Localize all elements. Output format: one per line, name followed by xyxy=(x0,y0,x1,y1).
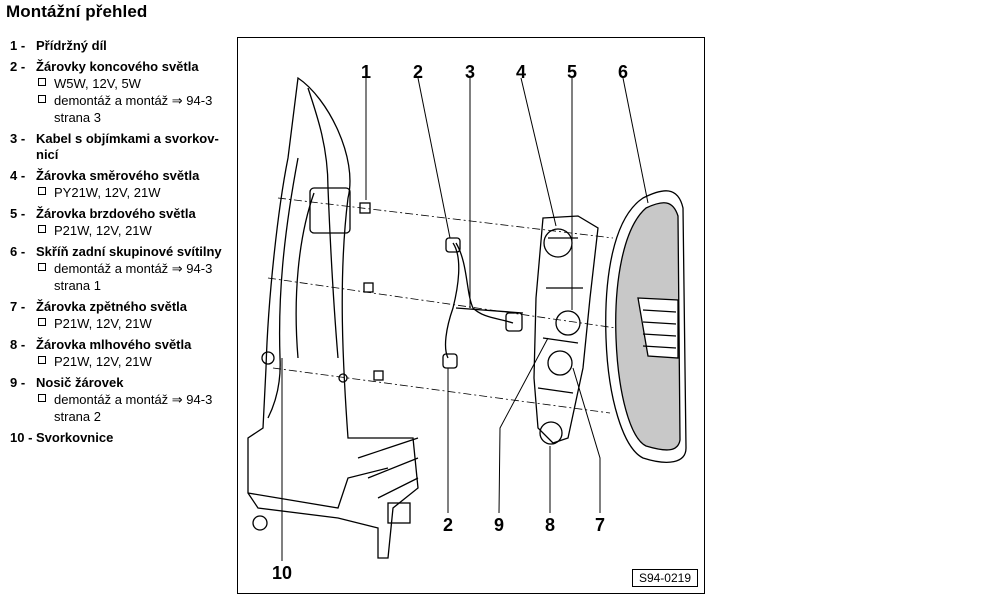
part-item-8: 8 - Žárovka mlhového světla P21W, 12V, 2… xyxy=(10,337,235,370)
part-number: 9 - xyxy=(10,375,26,390)
part-number: 7 - xyxy=(10,299,26,314)
part-number: 3 - xyxy=(10,131,26,146)
part-detail: W5W, 12V, 5W xyxy=(36,75,235,92)
part-detail: P21W, 12V, 21W xyxy=(36,222,235,239)
checkbox-bullet-icon xyxy=(38,187,46,195)
checkbox-bullet-icon xyxy=(38,95,46,103)
part-number: 8 - xyxy=(10,337,26,352)
part-number: 2 - xyxy=(10,59,26,74)
reflector-lines xyxy=(642,309,677,349)
checkbox-bullet-icon xyxy=(38,356,46,364)
mounting-hole xyxy=(338,373,348,383)
part-detail: P21W, 12V, 21W xyxy=(36,353,235,370)
bulb xyxy=(543,228,573,258)
checkbox-bullet-icon xyxy=(38,263,46,271)
cross-reference-link[interactable]: demontáž a montáž ⇒ 94-3 xyxy=(54,392,213,407)
part-item-6: 6 - Skříň zadní skupinové svítilny demon… xyxy=(10,244,235,294)
callout-6: 6 xyxy=(618,62,629,82)
checkbox-bullet-icon xyxy=(38,225,46,233)
callout-9: 9 xyxy=(494,515,505,535)
cross-reference-link[interactable]: demontáž a montáž ⇒ 94-3 xyxy=(54,261,213,276)
part-detail: P21W, 12V, 21W xyxy=(36,315,235,332)
bulb xyxy=(555,310,581,336)
callout-2: 2 xyxy=(413,62,424,82)
part-detail: demontáž a montáž ⇒ 94-3 strana 1 xyxy=(36,260,235,294)
tail-light-housing xyxy=(605,190,687,463)
parts-list: 1 - Přídržný díl 2 - Žárovky koncového s… xyxy=(10,38,235,446)
callout-8: 8 xyxy=(545,515,556,535)
part-number: 4 - xyxy=(10,168,26,183)
part-name-continued: nicí xyxy=(36,147,59,162)
part-number: 10 - xyxy=(10,430,33,445)
callout-10: 10 xyxy=(272,563,293,583)
page-title: Montážní přehled xyxy=(6,2,148,21)
body-panel-contour xyxy=(267,157,299,419)
wiring-harness-branch xyxy=(455,307,524,314)
callout-1: 1 xyxy=(361,62,372,82)
checkbox-bullet-icon xyxy=(38,78,46,86)
part-item-4: 4 - Žárovka směrového světla PY21W, 12V,… xyxy=(10,168,235,201)
part-name: Přídržný díl xyxy=(36,38,107,53)
callout-2-bottom: 2 xyxy=(443,515,454,535)
body-panel-inner-line xyxy=(307,87,339,359)
body-panel-recess xyxy=(295,192,315,359)
alignment-lines xyxy=(267,197,617,414)
bulb-carrier xyxy=(533,215,599,444)
callout-5: 5 xyxy=(567,62,578,82)
bumper-line xyxy=(247,467,389,509)
bulb-socket xyxy=(442,353,458,369)
part-detail: demontáž a montáž ⇒ 94-3 strana 2 xyxy=(36,391,235,425)
exploded-view-figure: 1 2 3 4 5 6 2 9 8 7 10 S94-0219 xyxy=(237,37,705,594)
part-item-5: 5 - Žárovka brzdového světla P21W, 12V, … xyxy=(10,206,235,239)
part-name: Nosič žárovek xyxy=(36,375,124,390)
part-detail: PY21W, 12V, 21W xyxy=(36,184,235,201)
body-panel-outline xyxy=(247,76,419,559)
connector-housing xyxy=(309,187,351,234)
callout-3: 3 xyxy=(465,62,476,82)
callout-4: 4 xyxy=(516,62,527,82)
tail-light-assembly-drawing xyxy=(247,76,687,561)
part-number: 6 - xyxy=(10,244,26,259)
mounting-hole xyxy=(252,515,268,531)
part-name: Žárovka brzdového světla xyxy=(36,206,196,221)
bulb-carrier-ribs xyxy=(537,237,583,394)
checkbox-bullet-icon xyxy=(38,394,46,402)
part-item-9: 9 - Nosič žárovek demontáž a montáž ⇒ 94… xyxy=(10,375,235,425)
part-name: Žárovka mlhového světla xyxy=(36,337,192,352)
part-name: Žárovky koncového světla xyxy=(36,59,199,74)
reflector-window xyxy=(637,297,679,359)
part-name: Skříň zadní skupinové svítilny xyxy=(36,244,222,259)
part-detail: demontáž a montáž ⇒ 94-3 strana 3 xyxy=(36,92,235,126)
floor-lines xyxy=(357,437,419,499)
bulb xyxy=(539,421,563,445)
bulb xyxy=(547,350,573,376)
part-name: Svorkovnice xyxy=(36,430,114,445)
part-item-3: 3 - Kabel s objímkami a svorkov- nicí xyxy=(10,131,235,163)
mounting-hole xyxy=(261,351,275,365)
part-name: Žárovka směrového světla xyxy=(36,168,200,183)
callout-7: 7 xyxy=(595,515,606,535)
part-item-7: 7 - Žárovka zpětného světla P21W, 12V, 2… xyxy=(10,299,235,332)
figure-reference-code: S94-0219 xyxy=(631,569,698,587)
part-name: Žárovka zpětného světla xyxy=(36,299,187,314)
part-item-2: 2 - Žárovky koncového světla W5W, 12V, 5… xyxy=(10,59,235,126)
part-number: 5 - xyxy=(10,206,26,221)
wiring-harness-branch xyxy=(455,242,514,324)
bracket xyxy=(387,502,411,524)
checkbox-bullet-icon xyxy=(38,318,46,326)
part-item-10: 10 - Svorkovnice xyxy=(10,430,235,446)
cross-reference-link[interactable]: demontáž a montáž ⇒ 94-3 xyxy=(54,93,213,108)
connector-plug xyxy=(505,312,523,332)
leader-lines xyxy=(281,77,649,561)
part-name: Kabel s objímkami a svorkov- xyxy=(36,131,219,146)
wiring-harness xyxy=(444,242,460,359)
part-number: 1 - xyxy=(10,38,26,53)
part-item-1: 1 - Přídržný díl xyxy=(10,38,235,54)
bulb-socket xyxy=(445,237,461,253)
